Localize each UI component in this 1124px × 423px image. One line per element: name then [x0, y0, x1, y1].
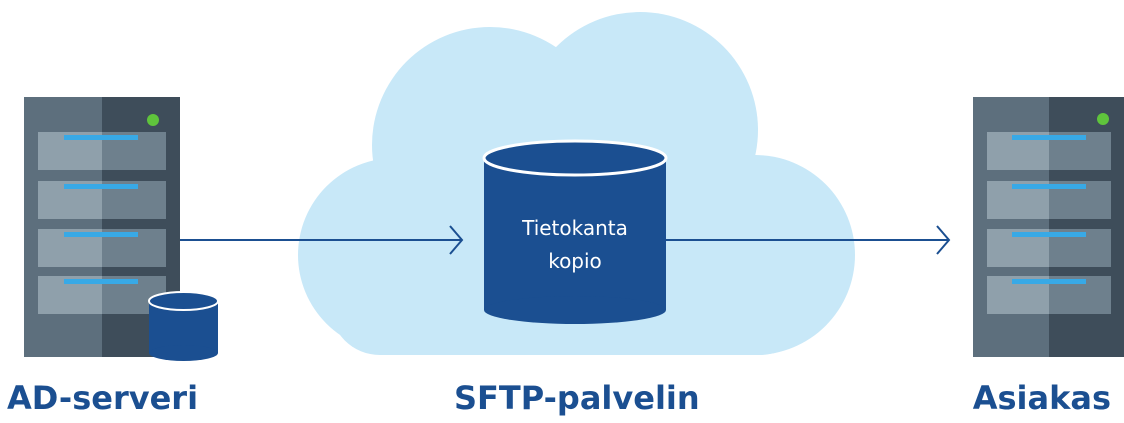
source-caption: AD-serveri	[7, 379, 199, 417]
database-label-line2: kopio	[548, 249, 602, 273]
server-slots-right	[987, 132, 1111, 314]
target-caption: Asiakas	[972, 379, 1111, 417]
database-icon-small	[148, 291, 219, 361]
server-icon-left	[24, 97, 180, 357]
middle-caption: SFTP-palvelin	[454, 379, 700, 417]
database-icon	[482, 139, 668, 324]
server-icon-right	[973, 97, 1124, 357]
arrow-icon-to-sftp	[180, 225, 464, 255]
arrow-icon-to-client	[666, 225, 951, 255]
server-slots-left	[38, 132, 166, 314]
database-label-line1: Tietokanta	[522, 216, 628, 240]
